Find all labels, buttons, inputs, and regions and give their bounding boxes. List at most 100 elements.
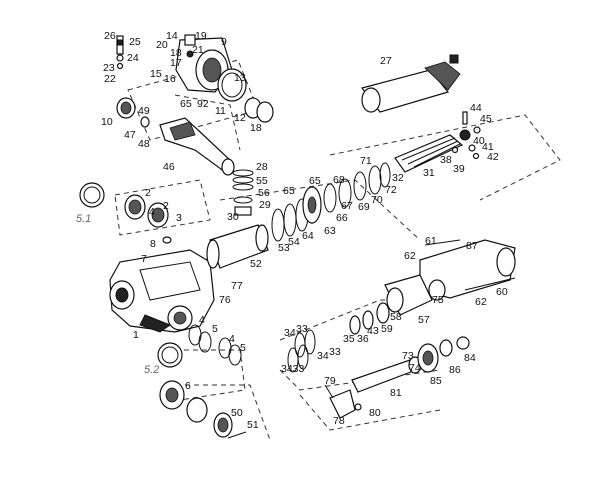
piston (206, 224, 269, 269)
callout-56: 56 (258, 187, 270, 199)
valve-small-parts (451, 111, 481, 160)
callout-58: 58 (390, 311, 402, 323)
callout-4-lower: 4 (229, 333, 235, 345)
ring-stack-28-30 (232, 169, 254, 216)
callout-13: 13 (234, 72, 246, 84)
callout-41: 41 (482, 141, 494, 153)
callout-65-right: 65 (309, 175, 321, 187)
callout-2-second: 2 (163, 200, 169, 212)
callout-60: 60 (496, 286, 508, 298)
callout-84: 84 (464, 352, 476, 364)
callout-4-upper: 4 (149, 206, 155, 218)
callout-42: 42 (487, 151, 499, 163)
bearing-group-bottom (159, 380, 247, 439)
callout-19: 19 (195, 30, 207, 42)
callout-85: 85 (430, 375, 442, 387)
callout-18: 18 (170, 47, 182, 59)
callout-33-mid: 33 (329, 346, 341, 358)
seal-group-middle (271, 162, 391, 242)
callout-16: 16 (164, 73, 176, 85)
cover-rings (217, 68, 274, 123)
callout-14: 14 (166, 30, 178, 42)
sector-shaft-assembly (116, 97, 235, 176)
callout-28: 28 (256, 161, 268, 173)
callout-18-ring: 18 (250, 122, 262, 134)
callout-2: 2 (145, 187, 151, 199)
callout-87: 87 (466, 240, 478, 252)
callout-51: 51 (247, 419, 259, 431)
callout-92: 92 (197, 98, 209, 110)
callout-62-bottom: 62 (475, 296, 487, 308)
callout-23: 23 (103, 62, 115, 74)
adjuster-housing (384, 239, 516, 316)
callout-54: 54 (288, 236, 300, 248)
callout-80: 80 (369, 407, 381, 419)
callout-21: 21 (192, 44, 204, 56)
callout-17: 17 (170, 57, 182, 69)
callout-63: 63 (324, 225, 336, 237)
callout-57: 57 (418, 314, 430, 326)
callout-75: 75 (432, 294, 444, 306)
callout-73: 73 (402, 350, 414, 362)
callout-31: 31 (423, 167, 435, 179)
callout-40: 40 (473, 135, 485, 147)
callout-76: 76 (219, 294, 231, 306)
callout-65-top: 65 (180, 98, 192, 110)
callout-74: 74 (409, 362, 421, 374)
seal-group-lower (287, 302, 390, 373)
callout-49: 49 (138, 105, 150, 117)
callout-34-top: 34 (284, 327, 296, 339)
callout-34-mid: 34 (317, 350, 329, 362)
callout-53: 53 (278, 242, 290, 254)
lower-shaft-assembly (351, 336, 470, 393)
callout-33-top: 33 (296, 323, 308, 335)
callout-24: 24 (127, 52, 139, 64)
callout-labels: 26 25 24 23 22 14 20 19 21 18 17 15 16 9… (76, 30, 508, 431)
callout-12: 12 (234, 112, 246, 124)
callout-65-left: 65 (283, 185, 295, 197)
callout-52: 52 (250, 258, 262, 270)
callout-59: 59 (381, 323, 393, 335)
callout-79: 79 (324, 375, 336, 387)
callout-62-top: 62 (404, 250, 416, 262)
callout-78: 78 (333, 415, 345, 427)
callout-72: 72 (385, 184, 397, 196)
callout-35: 35 (343, 333, 355, 345)
callout-9: 9 (221, 36, 227, 48)
callout-5-lower: 5 (240, 342, 246, 354)
callout-20: 20 (156, 39, 168, 51)
callout-69: 69 (358, 201, 370, 213)
callout-11: 11 (215, 105, 226, 117)
callout-86: 86 (449, 364, 461, 376)
callout-44: 44 (470, 102, 482, 114)
callout-36: 36 (357, 333, 369, 345)
callout-50: 50 (231, 407, 243, 419)
callout-45: 45 (480, 113, 492, 125)
callout-29: 29 (259, 199, 271, 211)
callout-70: 70 (371, 194, 383, 206)
callout-22: 22 (104, 73, 116, 85)
callout-32: 32 (392, 172, 404, 184)
callout-39: 39 (453, 163, 465, 175)
callout-77: 77 (231, 280, 243, 292)
valve-cylinder (360, 54, 461, 113)
callout-81: 81 (390, 387, 402, 399)
callout-38: 38 (440, 154, 452, 166)
callout-26: 26 (104, 30, 116, 42)
callout-27: 27 (380, 55, 392, 67)
callout-66: 66 (336, 212, 348, 224)
callout-4-right: 4 (199, 314, 205, 326)
callout-8: 8 (150, 238, 156, 250)
lever-assembly (324, 384, 362, 419)
callout-64: 64 (302, 230, 314, 242)
callout-5-1: 5.1 (76, 213, 91, 225)
callout-5-2: 5.2 (144, 364, 159, 376)
callout-46: 46 (163, 161, 175, 173)
callout-3: 3 (176, 212, 182, 224)
top-left-small-parts (116, 35, 124, 70)
callout-6: 6 (185, 380, 191, 392)
callout-30: 30 (227, 211, 239, 223)
callout-68: 68 (333, 174, 345, 186)
bearing-group-left (79, 182, 172, 244)
